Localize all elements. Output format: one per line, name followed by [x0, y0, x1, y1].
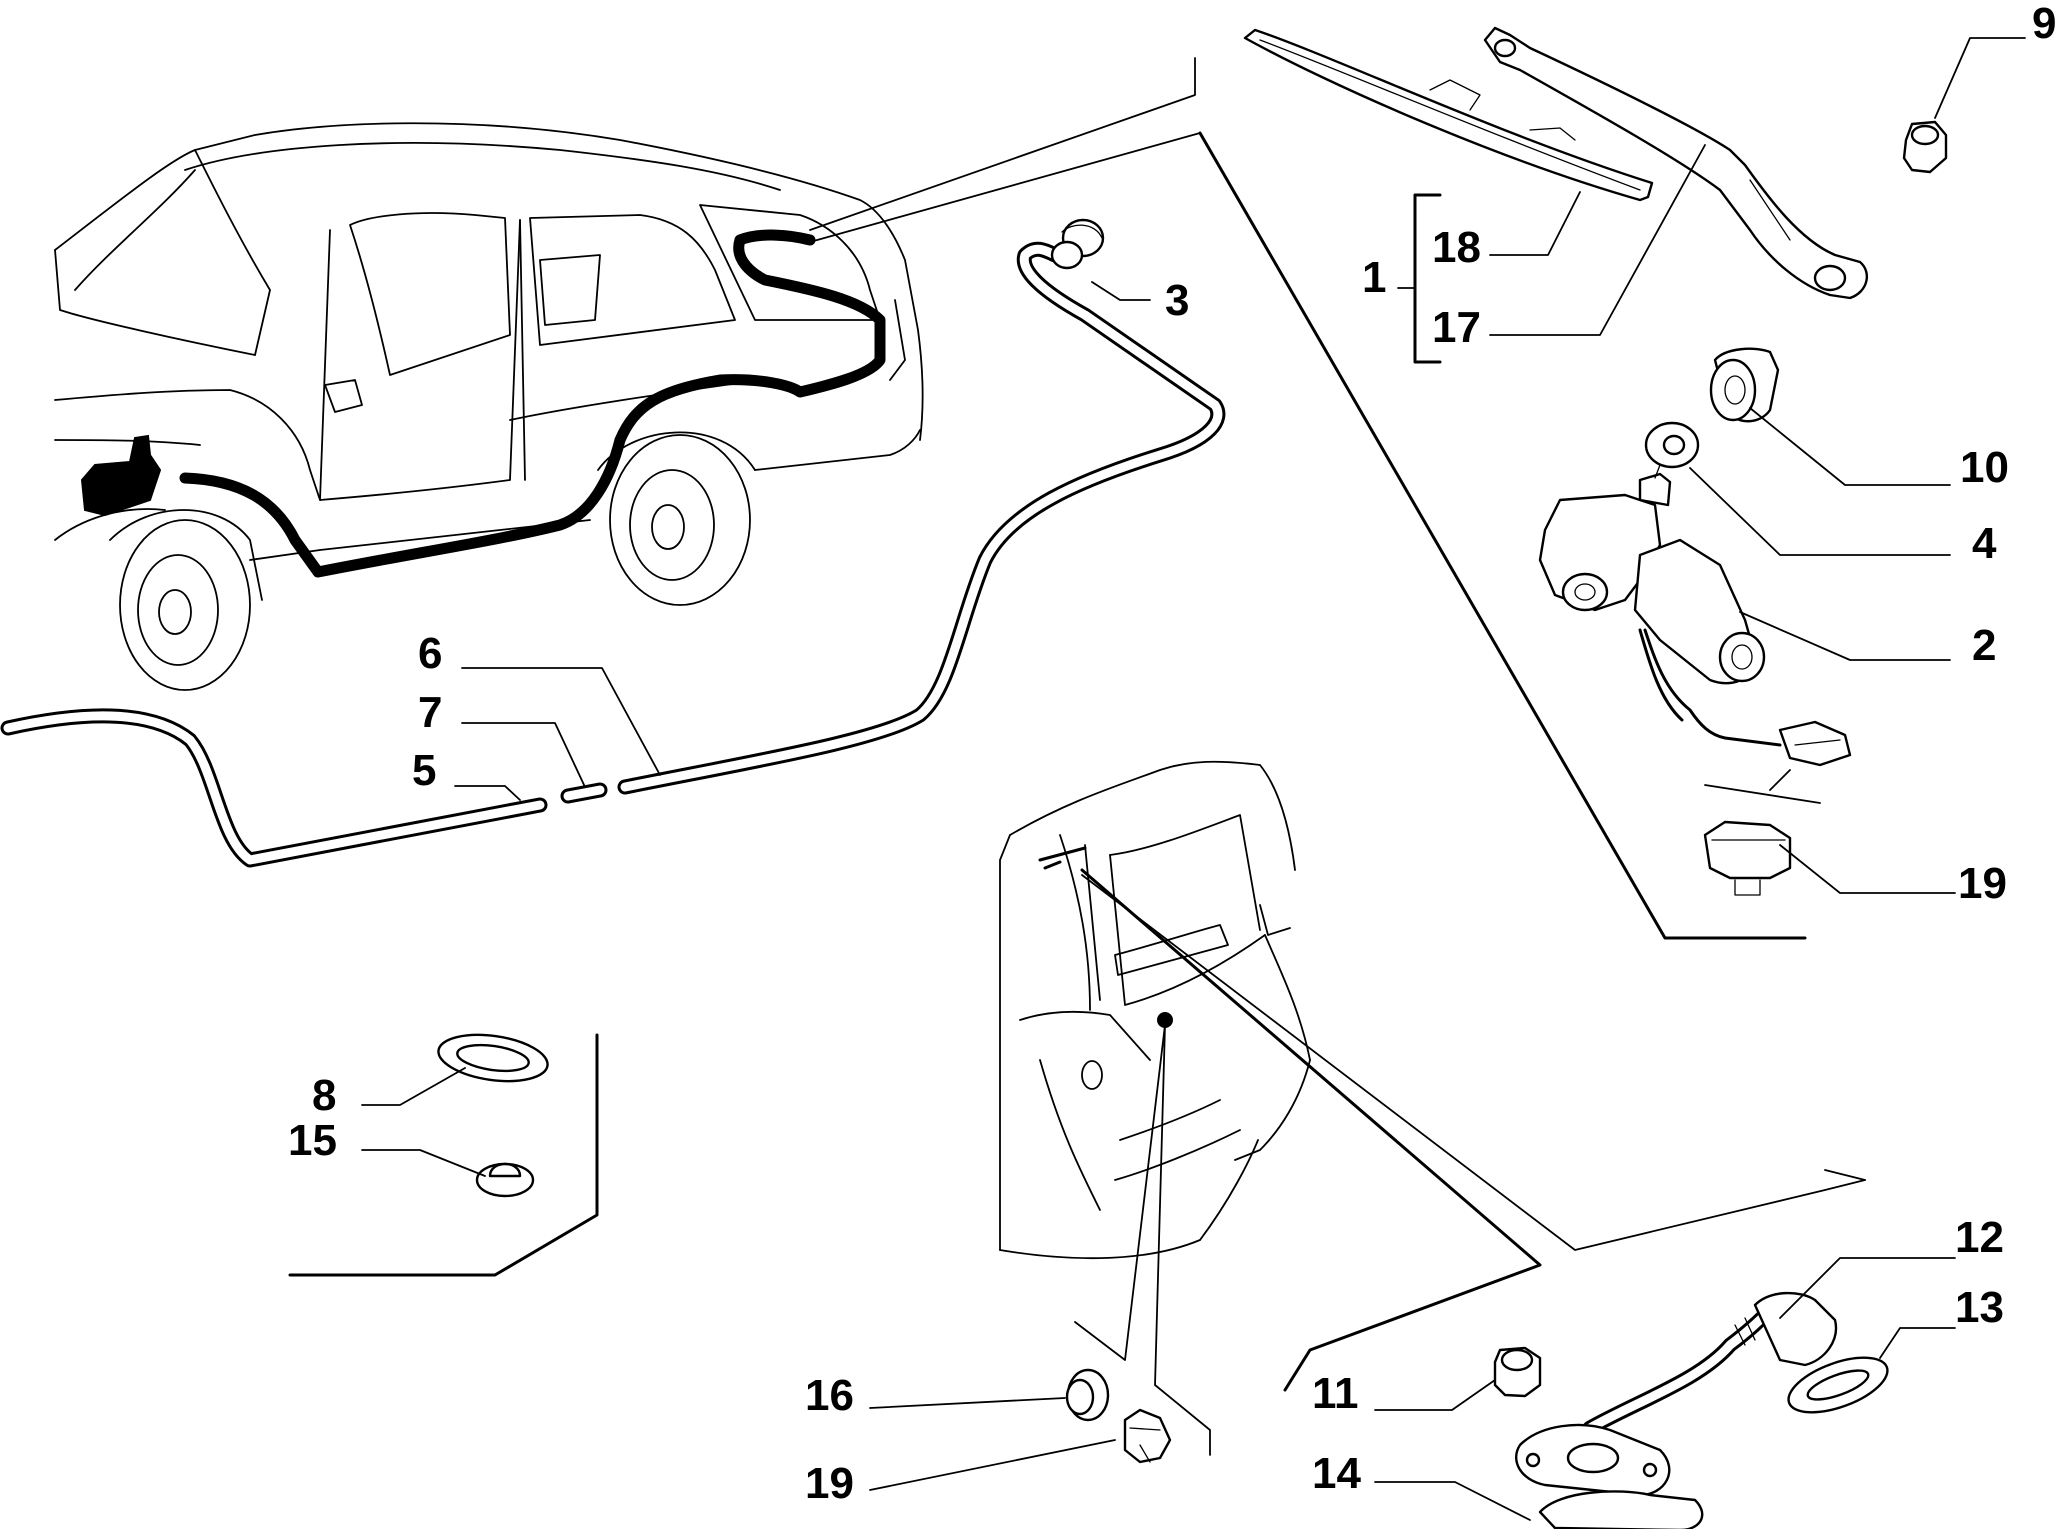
- part-15-plug: [475, 1162, 535, 1198]
- car-rear-view: [999, 760, 1311, 1260]
- part-19-connector-lower: [1123, 1408, 1172, 1464]
- wiper-arm: [1483, 26, 1869, 300]
- part-9-nut: [1902, 120, 1948, 174]
- callout-3: 3: [1165, 276, 1189, 325]
- bracket-part-1: [1413, 193, 1442, 364]
- part-16-grommet: [1065, 1368, 1110, 1422]
- leader-rear-to-bracket-right-b: [1824, 1169, 1866, 1181]
- leader-car-nozzle: [809, 132, 1201, 243]
- callout-15: 15: [288, 1116, 337, 1165]
- callout-7: 7: [418, 688, 442, 737]
- callout-2: 2: [1972, 621, 1996, 670]
- connector-bracket-line: [1704, 769, 1821, 804]
- callout-13: 13: [1955, 1283, 2004, 1332]
- callout-11: 11: [1312, 1369, 1359, 1418]
- callout-6: 6: [418, 629, 442, 678]
- part-19-connector-upper: [1703, 820, 1792, 896]
- part-8-grommet: [437, 1033, 549, 1083]
- car-side-view: [54, 122, 924, 691]
- callout-5: 5: [412, 746, 436, 795]
- washer-hoses: [0, 241, 1226, 868]
- callout-1: 1: [1362, 253, 1386, 302]
- callout-12: 12: [1955, 1213, 2004, 1262]
- leader-rear-to-bracket-right: [1081, 874, 1866, 1251]
- callout-19-upper: 19: [1958, 859, 2007, 908]
- leader-rear-to-19: [1154, 1024, 1211, 1456]
- part-3-hose-end: [1050, 218, 1105, 270]
- part-13-grommet: [1787, 1356, 1889, 1414]
- part-12-nozzle-tube: [1582, 1291, 1838, 1436]
- callout-9: 9: [2032, 0, 2056, 48]
- callout-8: 8: [312, 1071, 336, 1120]
- callout-18: 18: [1432, 223, 1481, 272]
- part-10-grommet-cap: [1709, 347, 1780, 423]
- callout-16: 16: [805, 1371, 854, 1420]
- callout-10: 10: [1960, 443, 2009, 492]
- part-4-washer: [1644, 421, 1700, 469]
- callout-17: 17: [1432, 303, 1481, 352]
- part-11-nut: [1493, 1346, 1542, 1398]
- wiper-blade: [1243, 28, 1654, 202]
- callout-labels: 1 18 17 9 3 10 4 2 19 6 7 5 8 15 16 19 1…: [288, 0, 2056, 1508]
- callout-4: 4: [1972, 519, 1997, 568]
- bracket-lower-left: [288, 1033, 599, 1277]
- leader-rear-to-bracket-lower: [1080, 868, 1542, 1392]
- bracket-main-diagonal: [1198, 131, 1807, 940]
- part-14-gasket: [1515, 1423, 1704, 1529]
- callout-14: 14: [1312, 1449, 1361, 1498]
- part-2-wiper-motor: [1538, 464, 1852, 767]
- leader-rear-to-16: [1074, 1024, 1166, 1361]
- callout-19-lower: 19: [805, 1459, 854, 1508]
- leader-lines: [361, 37, 2026, 1521]
- leader-car-to-bracket: [809, 57, 1196, 231]
